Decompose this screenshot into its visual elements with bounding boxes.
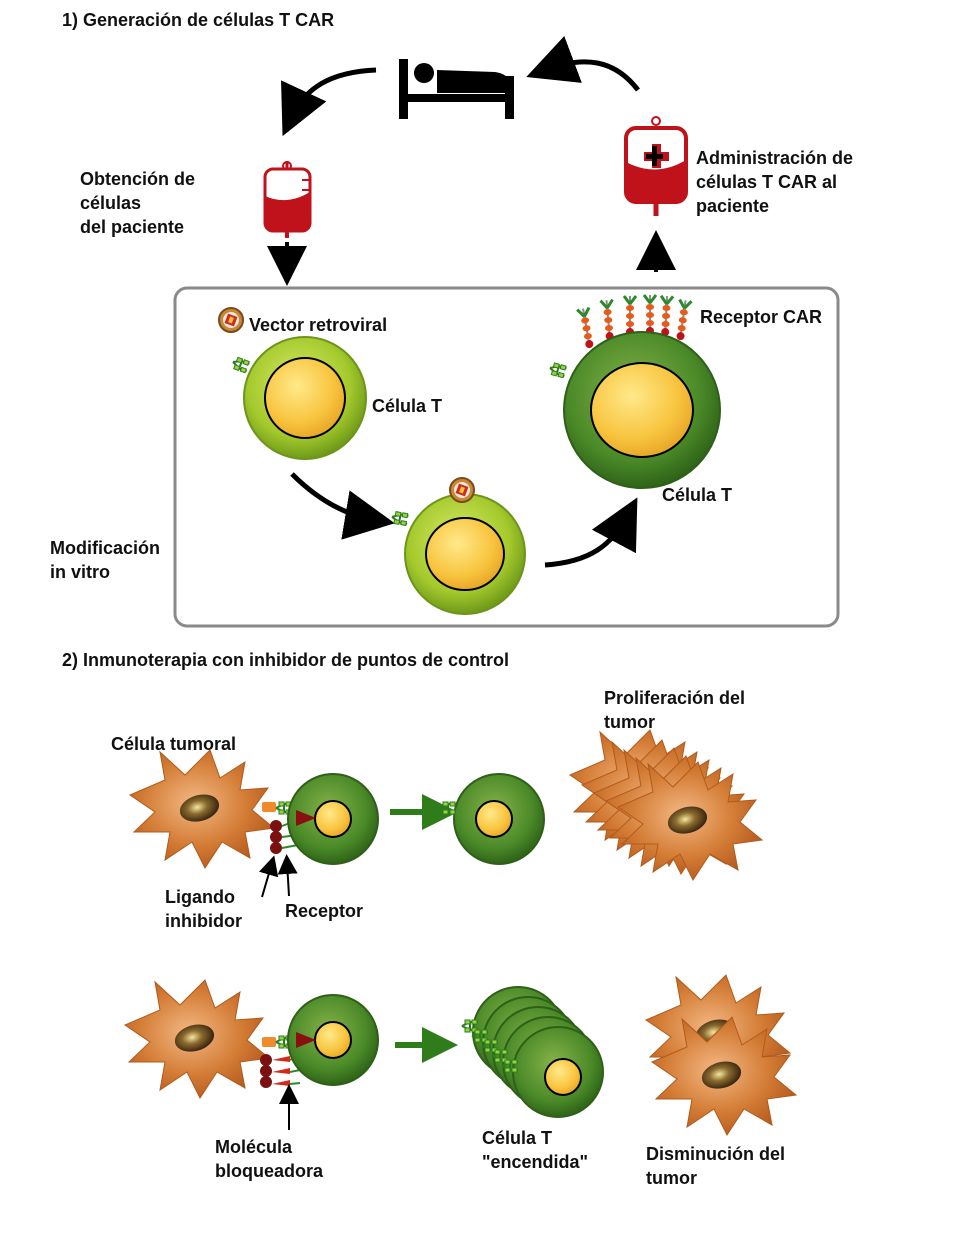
arrow-transduction — [290, 472, 395, 540]
in-vitro-box — [173, 286, 840, 628]
cycle-arrow-left — [281, 67, 377, 137]
receptor-label: Receptor — [285, 901, 364, 921]
tcell-label: Célula T — [372, 396, 443, 416]
bed-icon — [399, 59, 514, 119]
tumor-cell-label: Célula tumoral — [111, 734, 237, 754]
car-tcell-label: Célula T — [662, 485, 733, 505]
proliferation-label-line2: tumor — [604, 712, 655, 732]
obtain-label-line2: células — [80, 193, 142, 213]
section2-heading: 2) Inmunoterapia con inhibidor de puntos… — [62, 650, 510, 670]
decrease-label-line1: Disminución del — [646, 1144, 786, 1164]
tcell-initial — [229, 336, 367, 460]
admin-label-line3: paciente — [696, 196, 770, 216]
blood-bag-icon — [263, 161, 312, 238]
section1-heading: 1) Generación de células T CAR — [62, 10, 335, 30]
cycle-arrow-right — [526, 36, 640, 92]
car-infusion-bag-icon — [624, 116, 688, 216]
ligand-label-line1: Ligando — [165, 887, 235, 907]
tcell-transduced — [389, 477, 526, 615]
obtain-label-line1: Obtención de — [80, 169, 196, 189]
proliferation-label-line1: Proliferación del — [604, 688, 746, 708]
tumor-decrease — [645, 974, 797, 1136]
vector-retroviral-label: Vector retroviral — [249, 315, 388, 335]
tcell-stack-on — [461, 986, 604, 1118]
obtain-label-line3: del paciente — [80, 217, 185, 237]
tcell-inactive — [439, 773, 545, 865]
tumor-proliferation — [569, 729, 763, 881]
admin-label-line1: Administración de — [696, 148, 854, 168]
car-receptor-label: Receptor CAR — [700, 307, 823, 327]
blocker-label-line1: Molécula — [215, 1137, 293, 1157]
ligand-label-line2: inhibidor — [165, 911, 242, 931]
admin-label-line2: células T CAR al — [696, 172, 838, 192]
blocker-molecule — [260, 1035, 301, 1088]
tumor-cell-2 — [124, 979, 270, 1099]
car-tcell — [547, 293, 721, 489]
arrow-expression — [544, 497, 638, 568]
modification-label-line1: Modificación — [50, 538, 161, 558]
on-tcell-label-line2: "encendida" — [482, 1152, 589, 1172]
tumor-cell — [129, 749, 275, 869]
ligand-arrow — [259, 854, 298, 898]
decrease-label-line2: tumor — [646, 1168, 697, 1188]
on-tcell-label-line1: Célula T — [482, 1128, 553, 1148]
virus-icon — [218, 307, 244, 333]
modification-label-line2: in vitro — [50, 562, 111, 582]
tcell-inhibited — [287, 773, 379, 865]
tcell-activated — [287, 994, 379, 1086]
blocker-label-line2: bloqueadora — [215, 1161, 324, 1181]
